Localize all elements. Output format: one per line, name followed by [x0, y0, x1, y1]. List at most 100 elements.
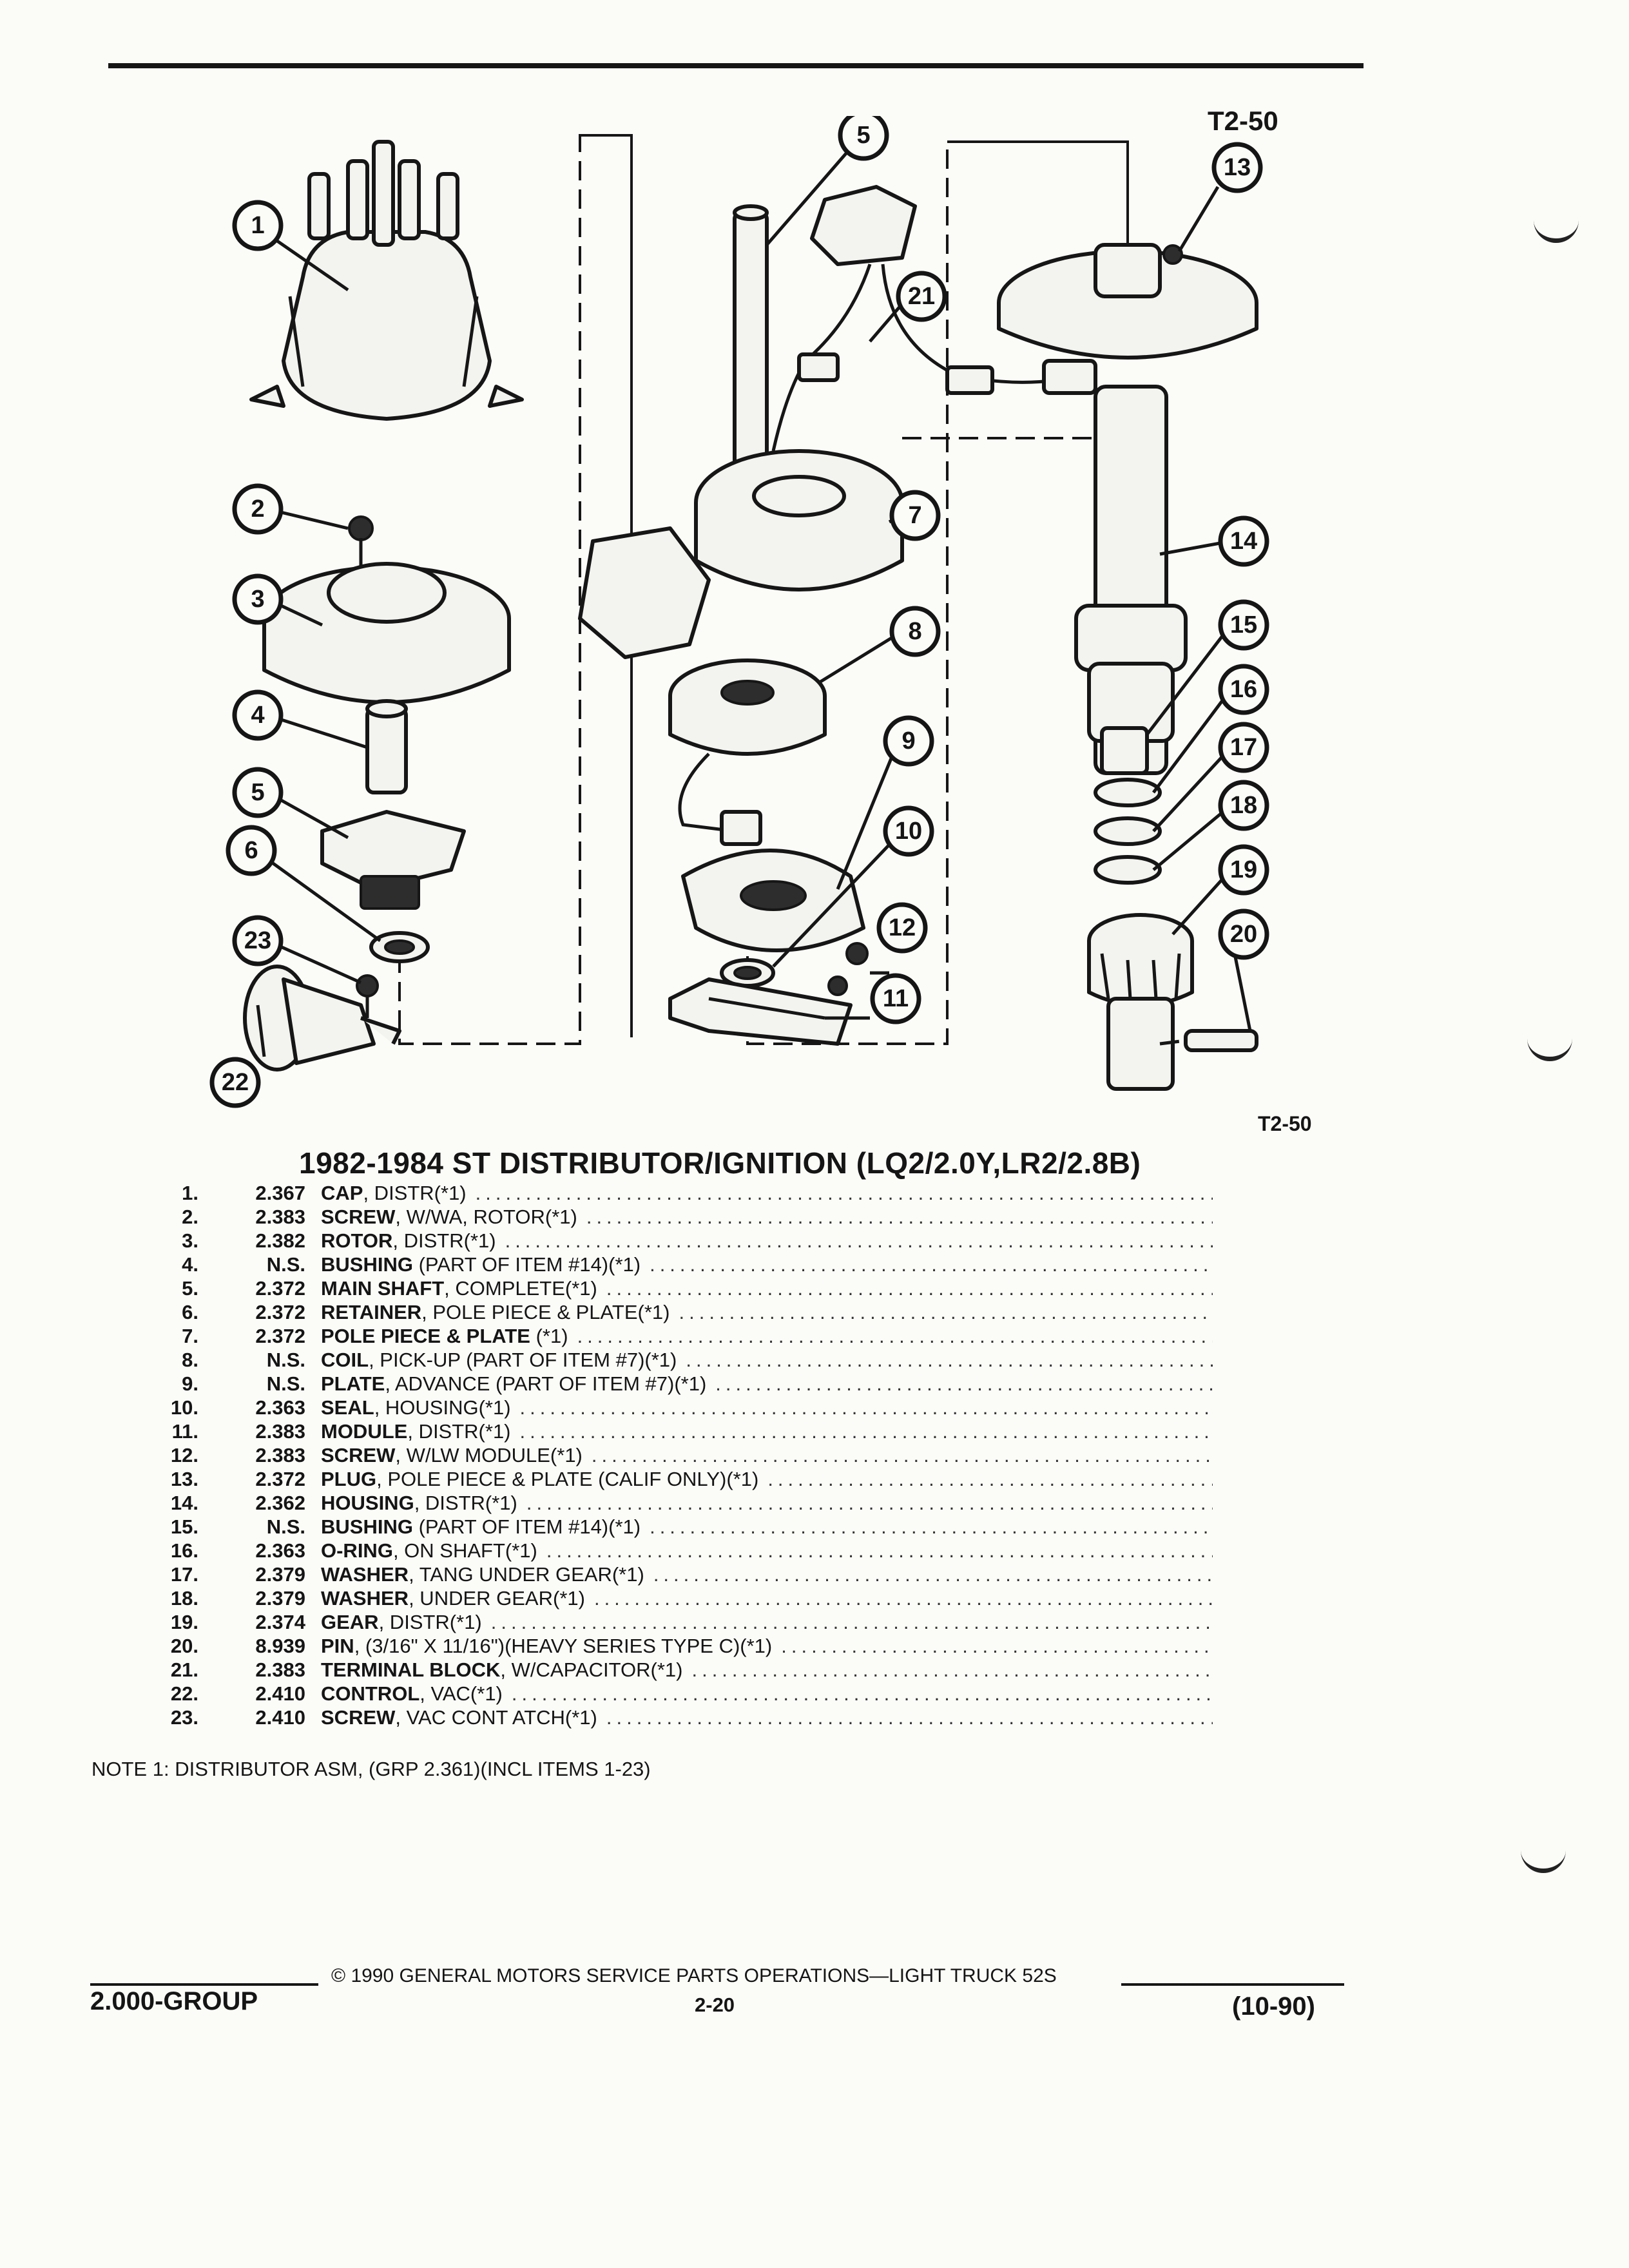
part-detail: , W/WA, ROTOR(*1)	[395, 1206, 577, 1228]
part-detail: , POLE PIECE & PLATE (CALIF ONLY)(*1)	[376, 1468, 759, 1490]
callout-5-left: 5	[232, 767, 284, 818]
part-description: BUSHING (PART OF ITEM #14)(*1)	[321, 1515, 641, 1539]
part-name: SCREW	[321, 1444, 396, 1466]
group-number: N.S.	[266, 1253, 305, 1276]
part-detail: , DISTR(*1)	[378, 1611, 482, 1633]
item-number: 5.	[182, 1277, 198, 1300]
part-detail: (PART OF ITEM #14)(*1)	[412, 1515, 641, 1538]
parts-list-row: 9.N.S.PLATE, ADVANCE (PART OF ITEM #7)(*…	[160, 1372, 1213, 1396]
item-number: 11.	[171, 1420, 198, 1443]
part-detail: (*1)	[530, 1325, 568, 1347]
group-number: 2.383	[255, 1420, 305, 1443]
callout-19: 19	[1218, 844, 1269, 896]
item-number: 19.	[170, 1611, 198, 1633]
part-detail: , DISTR(*1)	[414, 1492, 517, 1514]
part-vac-screw	[356, 974, 379, 1018]
leader-dots	[650, 1515, 1213, 1539]
svg-text:1: 1	[251, 212, 264, 239]
callout-4: 4	[232, 689, 284, 741]
part-detail: , POLE PIECE & PLATE(*1)	[421, 1301, 670, 1323]
part-description: POLE PIECE & PLATE (*1)	[321, 1325, 568, 1348]
svg-text:8: 8	[908, 618, 921, 645]
leader-dots	[491, 1611, 1213, 1634]
part-detail: , DISTR(*1)	[392, 1229, 496, 1252]
part-name: COIL	[321, 1349, 369, 1371]
part-name: ROTOR	[321, 1229, 393, 1252]
item-number: 3.	[182, 1229, 198, 1252]
part-name: PIN	[321, 1635, 354, 1657]
item-number: 17.	[170, 1563, 198, 1586]
part-description: HOUSING, DISTR(*1)	[321, 1492, 517, 1515]
note: NOTE 1: DISTRIBUTOR ASM, (GRP 2.361)(INC…	[92, 1758, 651, 1780]
part-main-shaft	[733, 204, 769, 472]
svg-text:2: 2	[251, 495, 264, 523]
part-pickup-coil	[668, 658, 827, 846]
callout-23: 23	[232, 915, 284, 966]
part-name: SEAL	[321, 1396, 374, 1419]
part-description: GEAR, DISTR(*1)	[321, 1611, 482, 1634]
part-name: CONTROL	[321, 1682, 420, 1705]
item-number: 6.	[182, 1301, 198, 1323]
group-number: 2.410	[255, 1682, 305, 1705]
part-description: BUSHING (PART OF ITEM #14)(*1)	[321, 1253, 641, 1276]
part-name: SCREW	[321, 1706, 396, 1729]
item-number: 20.	[170, 1635, 198, 1657]
leader-dots	[520, 1420, 1213, 1443]
leader-dots	[546, 1539, 1213, 1562]
callout-12: 12	[876, 902, 928, 954]
item-number: 1.	[182, 1182, 198, 1204]
svg-text:20: 20	[1230, 921, 1257, 948]
group-number: 2.363	[255, 1539, 305, 1562]
callout-14: 14	[1218, 515, 1269, 567]
part-description: RETAINER, POLE PIECE & PLATE(*1)	[321, 1301, 670, 1324]
leader-dots	[606, 1706, 1213, 1729]
part-description: PLUG, POLE PIECE & PLATE (CALIF ONLY)(*1…	[321, 1468, 758, 1491]
callout-2: 2	[232, 483, 284, 535]
part-description: CONTROL, VAC(*1)	[321, 1682, 503, 1706]
leader-dots	[691, 1658, 1213, 1682]
callout-1: 1	[232, 200, 284, 251]
part-description: SEAL, HOUSING(*1)	[321, 1396, 511, 1419]
part-detail: , DISTR(*1)	[407, 1420, 511, 1443]
leader-dots	[586, 1206, 1213, 1229]
callout-11: 11	[870, 973, 921, 1024]
part-pin	[1159, 1029, 1258, 1052]
part-detail: , VAC(*1)	[419, 1682, 503, 1705]
leader-dots	[767, 1468, 1213, 1491]
item-number: 10.	[170, 1396, 198, 1419]
leader-dots	[606, 1277, 1213, 1300]
part-description: PIN, (3/16" X 11/16")(HEAVY SERIES TYPE …	[321, 1635, 772, 1658]
part-name: WASHER	[321, 1563, 409, 1586]
part-detail: , W/CAPACITOR(*1)	[500, 1658, 683, 1681]
group-number: 2.367	[255, 1182, 305, 1204]
part-name: TERMINAL BLOCK	[321, 1658, 501, 1681]
leader-dots	[686, 1349, 1213, 1372]
item-number: 14.	[170, 1492, 198, 1514]
group-number: N.S.	[266, 1372, 305, 1395]
svg-text:5: 5	[856, 122, 870, 149]
part-description: WASHER, UNDER GEAR(*1)	[321, 1587, 585, 1610]
part-detail: (PART OF ITEM #14)(*1)	[412, 1253, 641, 1276]
part-detail: , VAC CONT ATCH(*1)	[395, 1706, 597, 1729]
group-number: 2.372	[255, 1277, 305, 1300]
callout-15: 15	[1218, 599, 1269, 651]
callout-22: 22	[209, 1057, 261, 1108]
part-detail: , COMPLETE(*1)	[444, 1277, 597, 1300]
part-terminal-block	[771, 185, 1097, 452]
item-number: 7.	[182, 1325, 198, 1347]
part-description: SCREW, W/LW MODULE(*1)	[321, 1444, 583, 1467]
part-name: CAP	[321, 1182, 363, 1204]
group-number: 2.372	[255, 1468, 305, 1490]
leader-dots	[679, 1301, 1213, 1324]
part-name: HOUSING	[321, 1492, 414, 1514]
item-number: 2.	[182, 1206, 198, 1228]
part-rotor-screw	[348, 515, 374, 567]
